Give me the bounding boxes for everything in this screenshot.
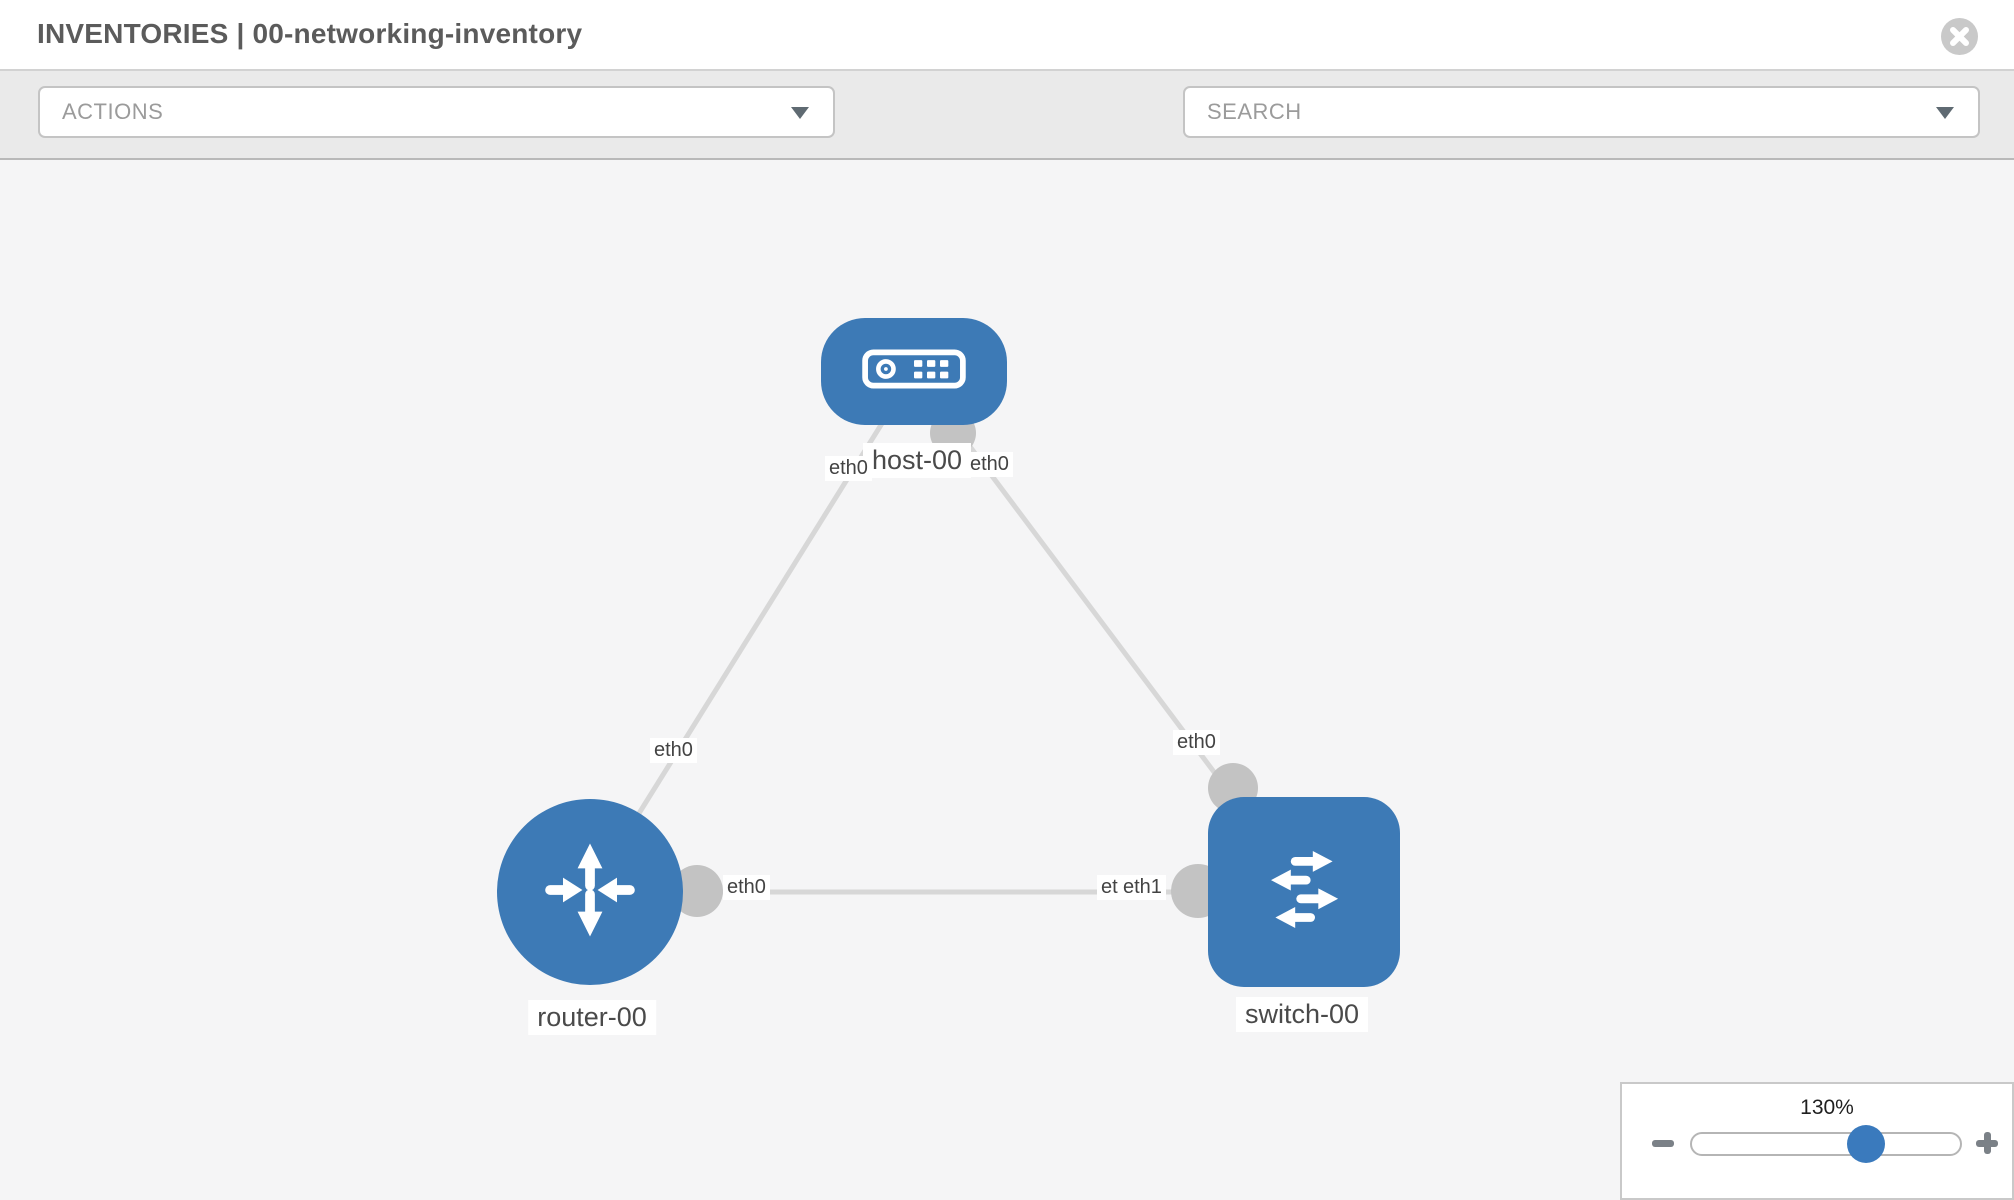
plus-icon <box>1983 1132 1991 1154</box>
node-switch-00[interactable] <box>1208 797 1400 987</box>
zoom-in-button[interactable] <box>1973 1129 2001 1157</box>
search-dropdown[interactable]: SEARCH <box>1183 86 1980 138</box>
node-label-router: router-00 <box>528 1000 656 1035</box>
router-icon <box>536 836 644 949</box>
node-label-switch: switch-00 <box>1235 997 1369 1032</box>
header-bar: INVENTORIES | 00-networking-inventory <box>0 0 2014 71</box>
node-router-00[interactable] <box>497 799 683 985</box>
port-label-switch-top: eth0 <box>1173 730 1220 755</box>
port-label-router-right: eth0 <box>723 875 770 900</box>
node-label-host: host-00 <box>862 443 972 478</box>
zoom-level: 130% <box>1800 1096 1854 1119</box>
chevron-down-icon <box>791 107 809 119</box>
close-button[interactable] <box>1941 18 1978 55</box>
actions-dropdown[interactable]: ACTIONS <box>38 86 835 138</box>
chevron-down-icon <box>1936 107 1954 119</box>
minus-icon <box>1652 1140 1674 1147</box>
port-connector-router-right <box>671 865 723 917</box>
search-dropdown-label: SEARCH <box>1207 99 1302 124</box>
port-label-router-diag: eth0 <box>650 738 697 763</box>
host-icon <box>862 349 966 394</box>
zoom-slider-track[interactable] <box>1690 1132 1962 1156</box>
zoom-slider-thumb[interactable] <box>1847 1125 1885 1163</box>
switch-icon <box>1249 835 1359 950</box>
port-label-host-left: eth0 <box>825 456 872 481</box>
close-icon <box>1941 18 1978 58</box>
actions-dropdown-label: ACTIONS <box>62 99 164 124</box>
node-host-00[interactable] <box>821 318 1007 425</box>
page-title: INVENTORIES | 00-networking-inventory <box>37 18 583 49</box>
toolbar: ACTIONS SEARCH <box>0 71 2014 200</box>
port-label-switch-left: eth1 <box>1119 875 1166 900</box>
zoom-out-button[interactable] <box>1649 1129 1677 1157</box>
topology-canvas[interactable]: host-00 router-00 switch-00 eth0 eth0 et… <box>0 160 2014 1200</box>
port-label-host-right: eth0 <box>966 452 1013 477</box>
topology-wires <box>587 370 1306 918</box>
zoom-panel: 130% <box>1620 1082 2014 1200</box>
